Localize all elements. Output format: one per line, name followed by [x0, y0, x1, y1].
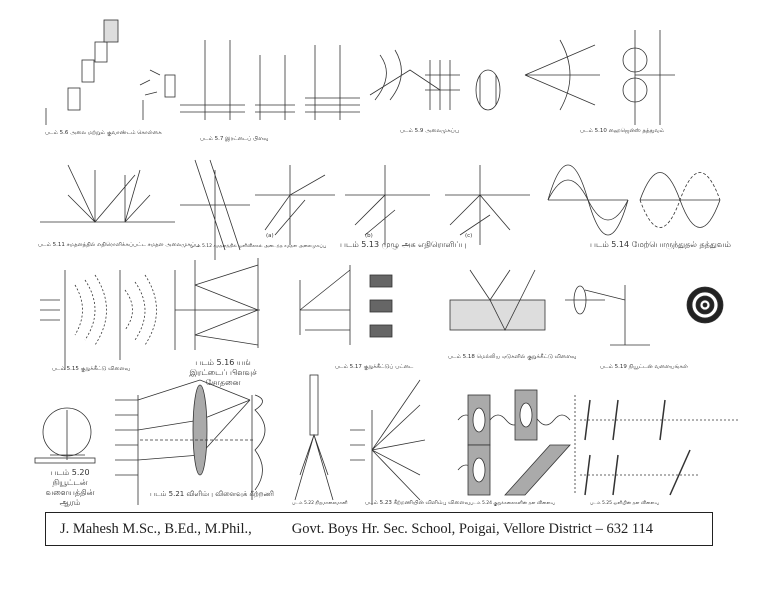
caption-5-21: படம் 5.21 விளிம்பு விளைவுக் கீற்றணி: [150, 490, 274, 498]
figure-5-23-grating-diffraction: [350, 379, 426, 505]
figure-5-25-polarizer: [574, 395, 740, 496]
caption-5-14: படம் 5.14 மேற்பொருந்துதல் தத்துவம்: [590, 240, 731, 249]
caption-5-17: படம் 5.17 குறுக்கீட்டுப் பட்டை: [335, 364, 414, 370]
figure-5-20-newton-radius: [34, 407, 96, 464]
figure-5-14-superposition: [547, 164, 721, 236]
figure-5-13-tir: [255, 165, 530, 245]
sub-label-a: (a): [266, 233, 274, 239]
footer-box: J. Mahesh M.Sc., B.Ed., M.Phil., Govt. B…: [45, 512, 713, 546]
figure-5-19-newton-rings: [565, 285, 724, 346]
sub-label-b: (b): [365, 233, 373, 239]
caption-5-9: படம் 5.9 அலைமுகப்பு: [400, 128, 459, 134]
caption-5-18: படம் 5.18 மெல்லிய ஏடுகளில் குறுக்கீட்டு …: [448, 354, 577, 360]
figure-5-7-slits: [180, 40, 360, 120]
figure-5-9-wavefronts: [369, 49, 501, 111]
caption-5-22: படம் 5.22 நிறமாலைமானி: [292, 501, 348, 506]
figure-5-16-young: [174, 258, 260, 350]
sub-label-c: (c): [465, 233, 473, 239]
caption-5-19: படம் 5.19 நியூட்டன் வளையங்கள்: [600, 364, 688, 370]
footer-school: Govt. Boys Hr. Sec. School, Poigai, Vell…: [291, 520, 654, 537]
caption-5-24: படம் 5.24 குறுக்கலைகளின் தள விளைவு: [470, 501, 555, 506]
figure-5-12-refraction: [180, 159, 250, 260]
figure-5-15-interference: [40, 270, 157, 370]
figure-5-24-polarization-waves: [457, 389, 571, 496]
caption-5-11: படம் 5.11 சமதளத்தில் எதிரொளிக்கப்பட்ட சம…: [38, 242, 200, 248]
figure-5-21-grating: [115, 379, 266, 505]
caption-5-13: படம் 5.13 முழு அக எதிரொளிப்பு: [340, 240, 467, 249]
caption-5-7: படம் 5.7 இரட்டைப் பிளவு: [200, 136, 269, 142]
caption-5-6: படம் 5.6 அலை மற்றும் குவாண்டம் கொள்கை: [45, 130, 162, 136]
caption-5-23: படம் 5.23 கீற்றணியின் விளிம்பு விளைவு: [365, 500, 470, 506]
caption-5-10: படம் 5.10 ஹைஜென்ஸ் தத்துவம்: [580, 128, 665, 134]
caption-5-15: படம் 5.15 குறுக்கீட்டு விளைவு: [52, 366, 130, 372]
caption-5-25: படம் 5.25 ஒளியின் தள விளைவு: [590, 501, 659, 506]
figure-5-10-huygens: [524, 30, 675, 125]
figure-5-6-wave-quantum: [45, 19, 176, 125]
figure-5-22-spectrometer: [294, 374, 334, 501]
figure-5-17-fringe: [299, 265, 393, 345]
caption-5-16: படம் 5.16 யங் இரட்டைப் பிளவுச் சோதனை: [189, 358, 257, 387]
figure-5-18-thin-film: [449, 269, 546, 331]
caption-5-12: படம் 5.12 சமதளத்தில் ஒளிவிலகல் அடைந்த சம…: [190, 244, 327, 249]
figure-5-11-reflection: [40, 164, 175, 223]
caption-5-20: படம் 5.20 நியூட்டன் வளையத்தின் ஆரம்: [45, 468, 95, 507]
footer-author: J. Mahesh M.Sc., B.Ed., M.Phil.,: [60, 520, 252, 537]
